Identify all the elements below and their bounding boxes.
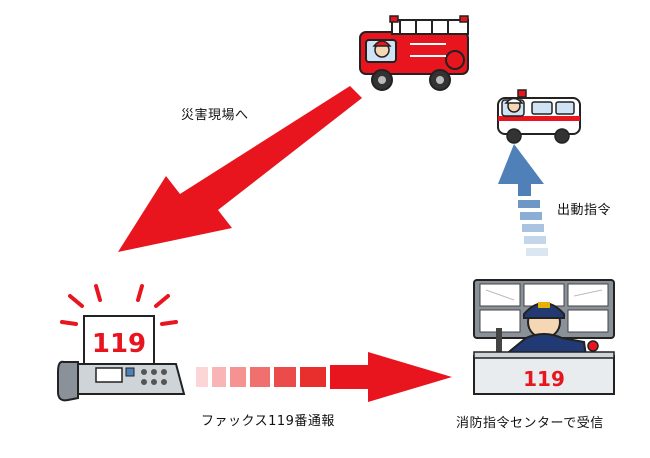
fax-sheet-number: 119 [92, 329, 146, 359]
label-received-by-center: 消防指令センターで受信 [456, 416, 604, 431]
ambulance-icon [497, 89, 581, 144]
arrow-fax-report [196, 352, 452, 402]
arrow-dispatch-order [498, 144, 548, 256]
arrow-to-disaster-site [118, 86, 362, 252]
dispatcher-icon: 119 [473, 279, 615, 395]
fire-truck-icon [359, 15, 469, 91]
label-to-disaster-site: 災害現場へ [181, 108, 249, 123]
center-desk-number: 119 [523, 367, 565, 391]
fax-machine-icon: 119 [57, 284, 186, 402]
label-dispatch-order: 出動指令 [557, 203, 612, 218]
label-fax-report: ファックス119番通報 [201, 414, 335, 429]
